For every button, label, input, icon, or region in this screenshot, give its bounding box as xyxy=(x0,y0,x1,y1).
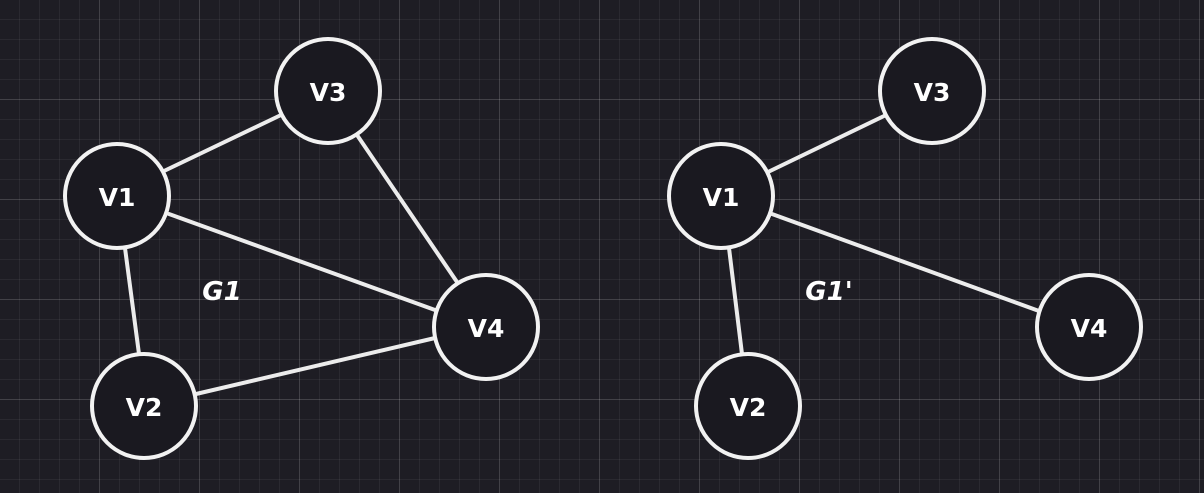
g1p-node-v4: V4 xyxy=(1035,273,1143,381)
graph-g1: V3 V1 V4 V2 G1 xyxy=(63,37,540,460)
g1-node-v2: V2 xyxy=(90,352,198,460)
g1p-node-v2-label: V2 xyxy=(730,393,767,422)
g1-edge-v1-v2 xyxy=(123,246,141,356)
g1-node-v3: V3 xyxy=(274,37,382,145)
g1-node-v3-label: V3 xyxy=(310,78,347,107)
graph-g1-prime: V3 V1 V4 V2 G1' xyxy=(667,37,1143,460)
g1p-node-v1-label: V1 xyxy=(703,183,740,212)
g1-edge-v1-v4 xyxy=(167,212,437,312)
g1p-node-v4-label: V4 xyxy=(1071,314,1108,343)
g1p-edge-v1-v4 xyxy=(770,212,1041,313)
g1-node-v2-label: V2 xyxy=(126,393,163,422)
g1-node-v1: V1 xyxy=(63,142,171,250)
g1p-node-v3-label: V3 xyxy=(914,78,951,107)
g1p-node-v3: V3 xyxy=(878,37,986,145)
g1p-node-v1: V1 xyxy=(667,142,775,250)
g1-title: G1 xyxy=(202,277,241,307)
g1p-node-v2: V2 xyxy=(694,352,802,460)
g1-edge-v2-v4 xyxy=(194,336,437,396)
g1p-edge-v1-v2 xyxy=(727,246,744,356)
g1-prime-title: G1' xyxy=(805,277,852,307)
g1-edge-v3-v4 xyxy=(355,133,459,284)
g1-node-v4-label: V4 xyxy=(468,314,505,343)
g1-edge-v1-v3 xyxy=(162,113,283,173)
g1-node-v4: V4 xyxy=(432,273,540,381)
g1p-edge-v1-v3 xyxy=(766,114,886,174)
g1-node-v1-label: V1 xyxy=(99,183,136,212)
